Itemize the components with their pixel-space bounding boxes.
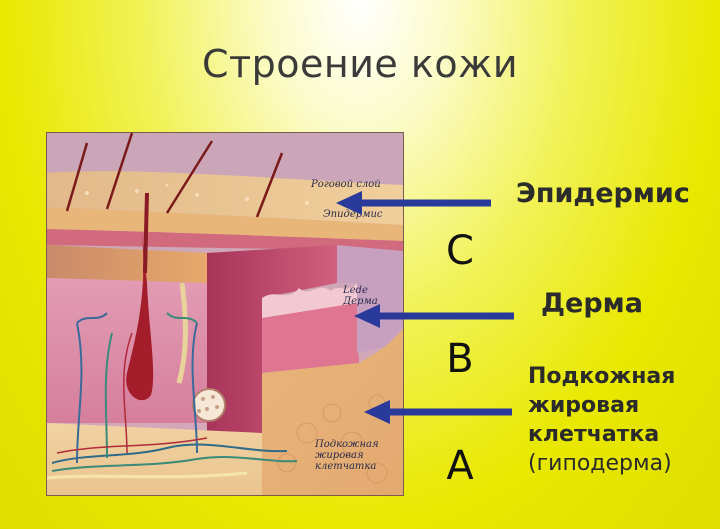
epidermis-front <box>47 245 207 283</box>
letter-a: A <box>446 443 474 489</box>
letter-c: C <box>446 228 474 274</box>
layer-label-hypodermis-alt: (гиподерма) <box>528 451 672 476</box>
arrow-hypodermis <box>364 400 512 424</box>
layer-label-hypodermis: Подкожная жировая клетчатка (гиподерма) <box>528 362 675 478</box>
blood-vessels <box>51 312 298 472</box>
illustration-label-hypodermis-line3: клетчатка <box>315 461 377 472</box>
illustration-label-horny-layer: Роговой слой <box>311 179 381 190</box>
skin-illustration-svg <box>47 133 403 495</box>
layer-label-dermis: Дерма <box>541 288 643 319</box>
skin-cross-section-illustration: Роговой слой Эпидермис Lede Дерма Подкож… <box>46 132 404 496</box>
illustration-label-hypodermis-line1: Подкожная <box>315 439 379 450</box>
sweat-gland <box>192 388 226 422</box>
horny-layer <box>47 171 403 225</box>
fat-side <box>262 328 403 495</box>
layer-label-hypodermis-line2: жировая <box>528 393 640 418</box>
hair-follicle <box>126 233 154 401</box>
slide-title: Строение кожи <box>201 42 519 86</box>
papillae-ridge <box>262 283 357 318</box>
arrow-dermis <box>354 304 514 328</box>
illustration-label-hypodermis-line2: жировая <box>315 450 364 461</box>
layer-label-epidermis: Эпидермис <box>516 178 690 209</box>
layer-label-hypodermis-line3: клетчатка <box>528 422 660 447</box>
dermis-side <box>207 245 337 433</box>
layer-label-hypodermis-line1: Подкожная <box>528 364 676 389</box>
illustration-label-epidermis: Эпидермис <box>323 209 383 220</box>
epidermis-band <box>47 207 403 241</box>
letter-b: B <box>446 336 474 382</box>
arrow-epidermis <box>336 191 491 215</box>
illustration-label-hypodermis: Подкожная жировая клетчатка <box>315 439 379 472</box>
illustration-label-dermis: Lede Дерма <box>343 285 378 307</box>
hairs <box>65 133 284 218</box>
